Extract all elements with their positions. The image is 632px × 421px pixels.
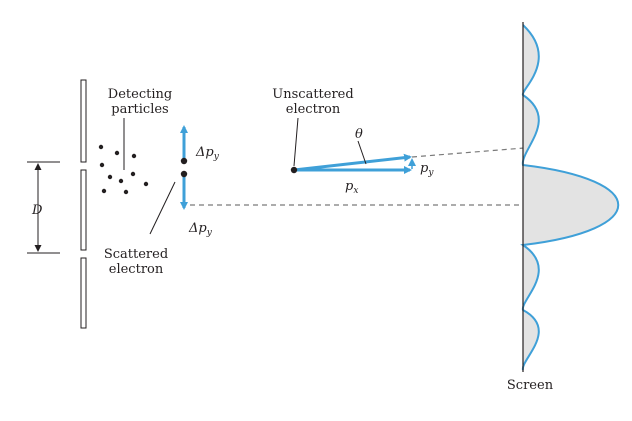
unscattered-label-line1: Unscattered (272, 87, 353, 102)
particle-dot (99, 162, 105, 168)
momentum-vectors (290, 147, 525, 174)
theta-pointer (357, 140, 367, 165)
scattered-label-line2: electron (109, 262, 164, 277)
particle-dot (98, 144, 104, 150)
scattered-electron-dot-lower (180, 170, 188, 178)
slit-barrier (80, 79, 87, 329)
particle-dot (118, 178, 124, 184)
theta-label: θ (355, 127, 363, 142)
unscattered-electron-dot (290, 166, 298, 174)
screen-intensity-pattern (520, 22, 620, 372)
detecting-label-line2: particles (111, 102, 168, 117)
barrier-bar-top (80, 79, 87, 163)
delta-py-upper-label: Δpy (195, 145, 220, 162)
scattered-pointer (149, 181, 176, 235)
particle-dot (131, 153, 137, 159)
particle-dot (101, 188, 107, 194)
particle-dot (143, 181, 149, 187)
scattered-electron-group (149, 125, 188, 235)
particle-dot (114, 150, 120, 156)
screen-label: Screen (507, 378, 554, 393)
particle-dots (98, 144, 149, 195)
delta-py-lower-label: Δpy (188, 221, 213, 238)
unscattered-pointer (293, 117, 299, 167)
intensity-fill (522, 25, 619, 370)
py-label: py (420, 161, 434, 178)
barrier-bar-middle (80, 169, 87, 251)
scattered-label-line1: Scattered (104, 247, 168, 262)
unscattered-label-line2: electron (286, 102, 341, 117)
particle-dot (107, 174, 113, 180)
d-label: D (31, 203, 43, 218)
d-dimension: D (27, 161, 60, 254)
particle-dot (130, 171, 136, 177)
px-label: px (345, 179, 358, 196)
barrier-bar-bottom (80, 257, 87, 329)
dashed-scatter-line (411, 147, 525, 158)
scattered-electron-dot-upper (180, 157, 188, 165)
particle-dot (123, 189, 129, 195)
p-vector-arrow (293, 153, 412, 172)
detecting-label-line1: Detecting (108, 87, 172, 102)
